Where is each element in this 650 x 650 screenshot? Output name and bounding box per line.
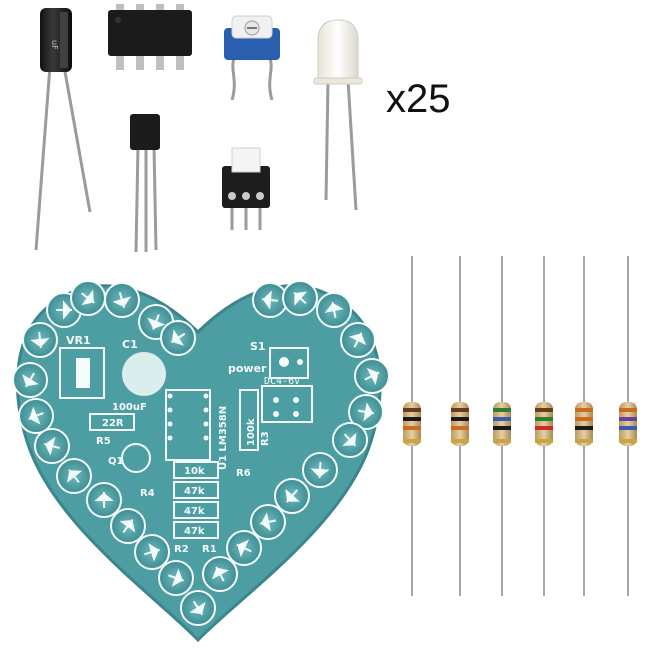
label-c1: C1 [122,338,138,351]
transistor-lead-1 [134,145,140,253]
label-cap-value: 100uF [112,402,147,413]
label-res-47k-b: 47k [184,506,205,517]
pcb-led-pad [340,322,376,358]
pcb-led-pad [180,590,216,626]
led-lead-right [346,79,358,211]
pcb-led-pad [56,458,92,494]
capacitor-marking: uF [50,40,59,50]
pcb-led-pad [348,394,384,430]
s1-footprint [269,347,309,379]
heart-pcb-board: VR1 C1 S1 power DC4-6V 100uF 22R R5 Q1 U… [12,280,390,643]
resistor-set [403,256,637,596]
ic-pin1-dot [115,17,121,23]
label-vr1: VR1 [66,334,91,347]
vr1-pad [76,358,90,388]
pcb-led-pad [316,292,352,328]
label-r4: R4 [140,488,155,499]
pcb-led-pad [274,478,310,514]
ic-body [108,10,192,56]
pcb-vias [167,357,303,441]
capacitor-stripe [60,12,68,68]
label-res-47k-a: 47k [184,486,205,497]
pot-lead-left [230,57,236,101]
pcb-led-pad [332,422,368,458]
pcb-led-pad [252,282,288,318]
pcb-led-pad [110,508,146,544]
transistor-lead-3 [152,145,158,251]
label-r3-value: 100k [246,418,257,446]
transistor-body [130,114,160,150]
vr1-outline [59,347,105,399]
ic-pins [116,4,184,70]
pcb-led-pad [34,428,70,464]
ic-footprint [165,389,211,461]
pcb-led-pad [158,560,194,596]
capacitor-lead-right [62,65,92,213]
label-ic: U1 LM358N [218,406,229,470]
led-lead-left [324,79,330,201]
dip8-ic-chip [108,4,192,70]
label-r3: R3 [260,431,271,446]
label-res-47k-c: 47k [184,526,205,537]
resistor [493,256,511,596]
label-res-10k: 10k [184,466,205,477]
trimmer-potentiometer [224,15,280,101]
q1-outline [121,443,151,473]
dc-footprint [261,385,313,423]
r3-outline [239,389,259,451]
label-r5: R5 [96,436,111,447]
pcb-led-pad [202,556,238,592]
led-rim [313,77,363,85]
pcb-led-pads [12,280,390,626]
c1-outline [122,352,166,396]
pcb-led-pad [12,362,48,398]
label-r6: R6 [236,468,251,479]
label-q1: Q1 [108,456,124,467]
resistor-ladder-outline [173,461,219,539]
led-body [317,19,359,83]
resistor [619,256,637,596]
pcb-led-pad [226,530,262,566]
label-s1: S1 [250,340,266,353]
switch-button [231,147,261,173]
pcb-led-pad [18,398,54,434]
label-r1: R1 [202,544,217,555]
label-dc: DC4-6V [264,376,300,387]
electrolytic-capacitor: uF [34,8,92,251]
quantity-label: x25 [386,77,451,121]
pot-lead-right [268,57,274,101]
capacitor-lead-left [34,65,52,251]
pcb-led-pad [302,452,338,488]
led [313,19,363,211]
pcb-led-pad [250,504,286,540]
r5-outline [89,413,135,431]
transistor [130,114,160,253]
pcb-led-pad [282,280,318,316]
pcb-led-pad [70,280,106,316]
pcb-led-pad [160,320,196,356]
pcb-led-pad [104,282,140,318]
label-r2: R2 [174,544,189,555]
label-r5-value: 22R [102,418,124,429]
pcb-led-pad [22,322,58,358]
resistor [451,256,469,596]
pcb-led-pad [134,534,170,570]
resistor [403,256,421,596]
pcb-led-pad [354,358,390,394]
resistor [535,256,553,596]
label-power: power [228,362,267,375]
push-switch [222,147,270,230]
pcb-led-pad [86,482,122,518]
resistor [575,256,593,596]
